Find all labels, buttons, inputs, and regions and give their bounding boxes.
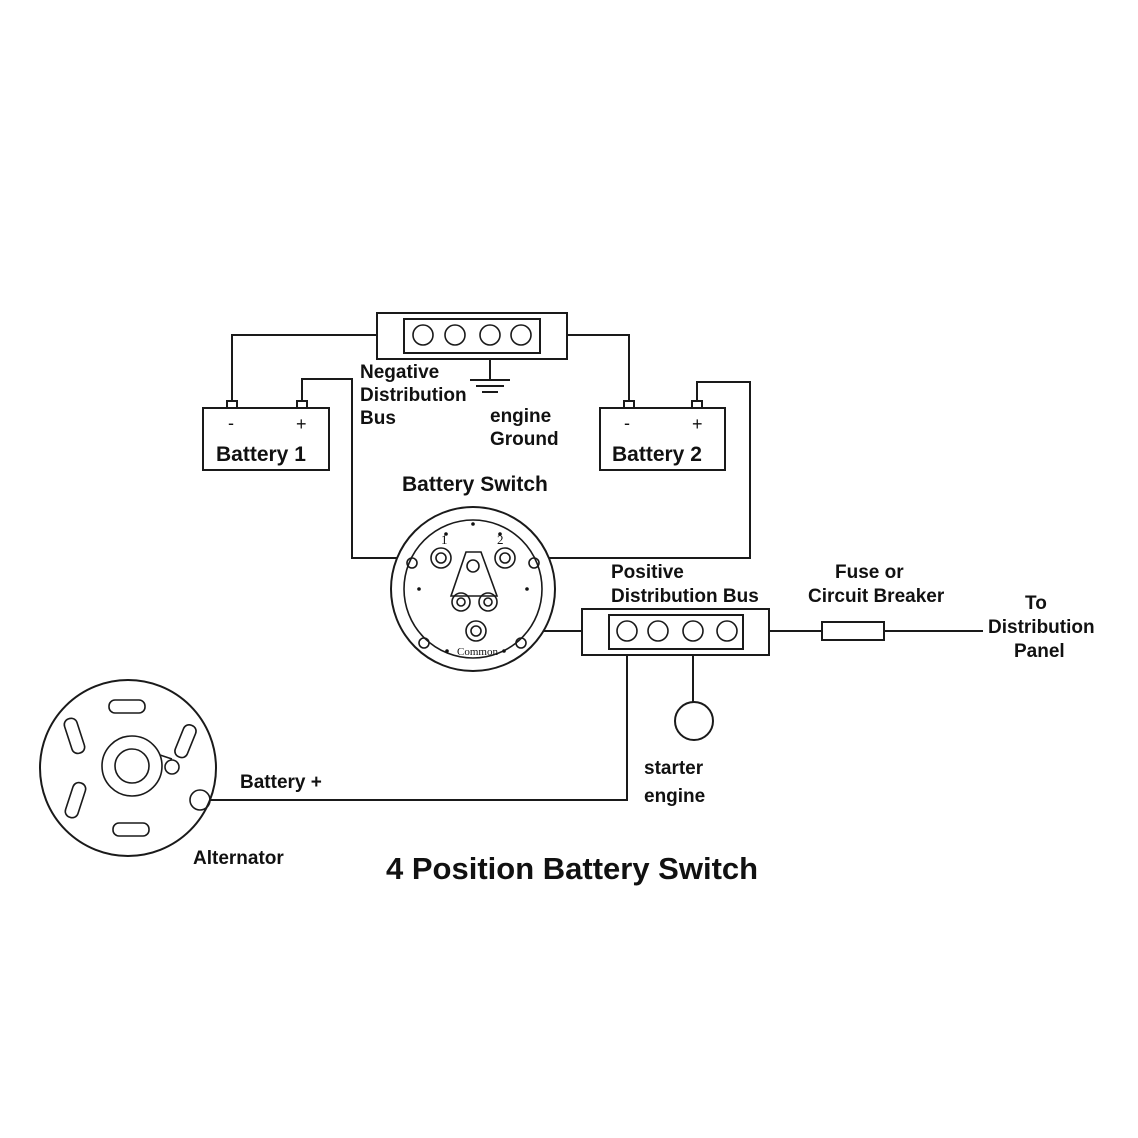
switch-terminal-2-label: 2	[497, 532, 504, 547]
battery1-minus-label: -	[228, 413, 234, 433]
distribution-panel-label-line2: Distribution	[988, 617, 1095, 638]
wire-bus-to-alternator	[210, 631, 628, 801]
battery1-label: Battery 1	[216, 443, 306, 466]
fuse-label-line2: Circuit Breaker	[808, 586, 945, 607]
positive-distribution-bus	[581, 608, 770, 656]
switch-bridge	[449, 551, 499, 612]
distribution-panel-label-line1: To	[1025, 593, 1047, 614]
labels: Negative Distribution Bus engine Ground …	[193, 362, 1095, 886]
battery-switch: 1 2 Common	[390, 506, 556, 672]
battery-2: - + Battery 2	[599, 400, 726, 471]
alternator	[39, 679, 217, 857]
switch-common-label: Common	[457, 646, 498, 658]
fuse	[821, 621, 885, 641]
negative-bus-label-line1: Negative	[360, 362, 439, 383]
engine-ground-label-line2: Ground	[490, 429, 559, 450]
battery2-plus-label: +	[692, 414, 703, 434]
wire-bus-to-battery1-negative	[231, 334, 377, 402]
switch-terminal-1: 1	[430, 532, 452, 569]
battery-1: - + Battery 1	[202, 400, 330, 471]
alternator-label: Alternator	[193, 848, 284, 869]
starter-label-line2: engine	[644, 786, 705, 807]
battery2-label: Battery 2	[612, 443, 702, 466]
switch-terminal-common: Common	[457, 620, 498, 658]
switch-terminal-1-label: 1	[441, 532, 448, 547]
negative-distribution-bus	[376, 312, 568, 360]
battery1-plus-label: +	[296, 414, 307, 434]
switch-terminal-2: 2	[494, 532, 516, 569]
positive-bus-label-line1: Positive	[611, 562, 684, 583]
battery-plus-label: Battery +	[240, 772, 322, 793]
diagram-title: 4 Position Battery Switch	[386, 851, 758, 886]
fuse-label-line1: Fuse or	[835, 562, 904, 583]
negative-bus-label-line2: Distribution	[360, 385, 467, 406]
wire-battery2-positive-to-switch	[505, 381, 751, 559]
wire-bus-to-battery2-negative	[567, 334, 630, 402]
negative-bus-label-line3: Bus	[360, 408, 396, 429]
engine-ground-label-line1: engine	[490, 406, 551, 427]
starter	[674, 701, 714, 741]
ground-icon	[470, 379, 510, 393]
battery2-minus-label: -	[624, 413, 630, 433]
battery-switch-label: Battery Switch	[402, 473, 548, 496]
starter-label-line1: starter	[644, 758, 704, 779]
distribution-panel-label-line3: Panel	[1014, 641, 1065, 662]
positive-bus-label-line2: Distribution Bus	[611, 586, 759, 607]
wire-battery1-positive-to-switch	[301, 378, 440, 559]
